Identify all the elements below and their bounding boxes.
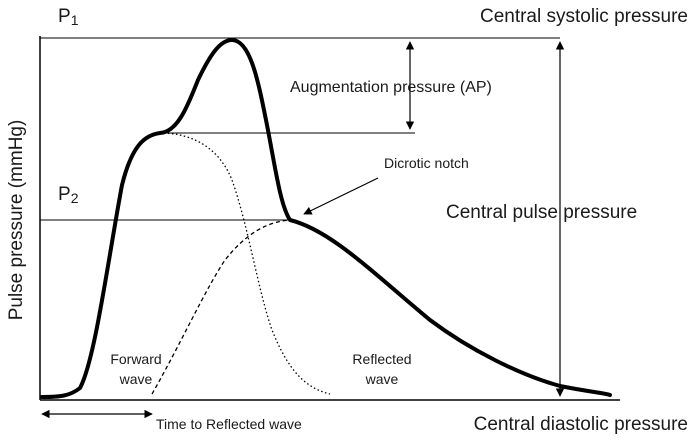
reflected-wave-label-line2: wave [365,371,399,387]
reflected-wave-curve [151,219,291,395]
central-pulse-pressure-label: Central pulse pressure [446,202,637,223]
forward-wave-label-line1: Forward [110,351,161,367]
forward-wave-curve [159,132,331,395]
p2-label: P2 [58,184,79,206]
p1-label: P1 [58,6,79,28]
time-to-reflected-label: Time to Reflected wave [156,416,302,432]
central-diastolic-pressure-label: Central diastolic pressure [474,414,688,435]
y-axis-label: Pulse pressure (mmHg) [6,120,27,321]
central-systolic-pressure-label: Central systolic pressure [480,6,688,27]
dicrotic-notch-label: Dicrotic notch [384,155,469,171]
forward-wave-label-line2: wave [119,371,153,387]
central-pressure-waveform [40,38,612,399]
augmentation-pressure-label: Augmentation pressure (AP) [290,79,492,96]
reflected-wave-label-line1: Reflected [352,351,411,367]
dicrotic-notch-pointer [303,177,379,215]
